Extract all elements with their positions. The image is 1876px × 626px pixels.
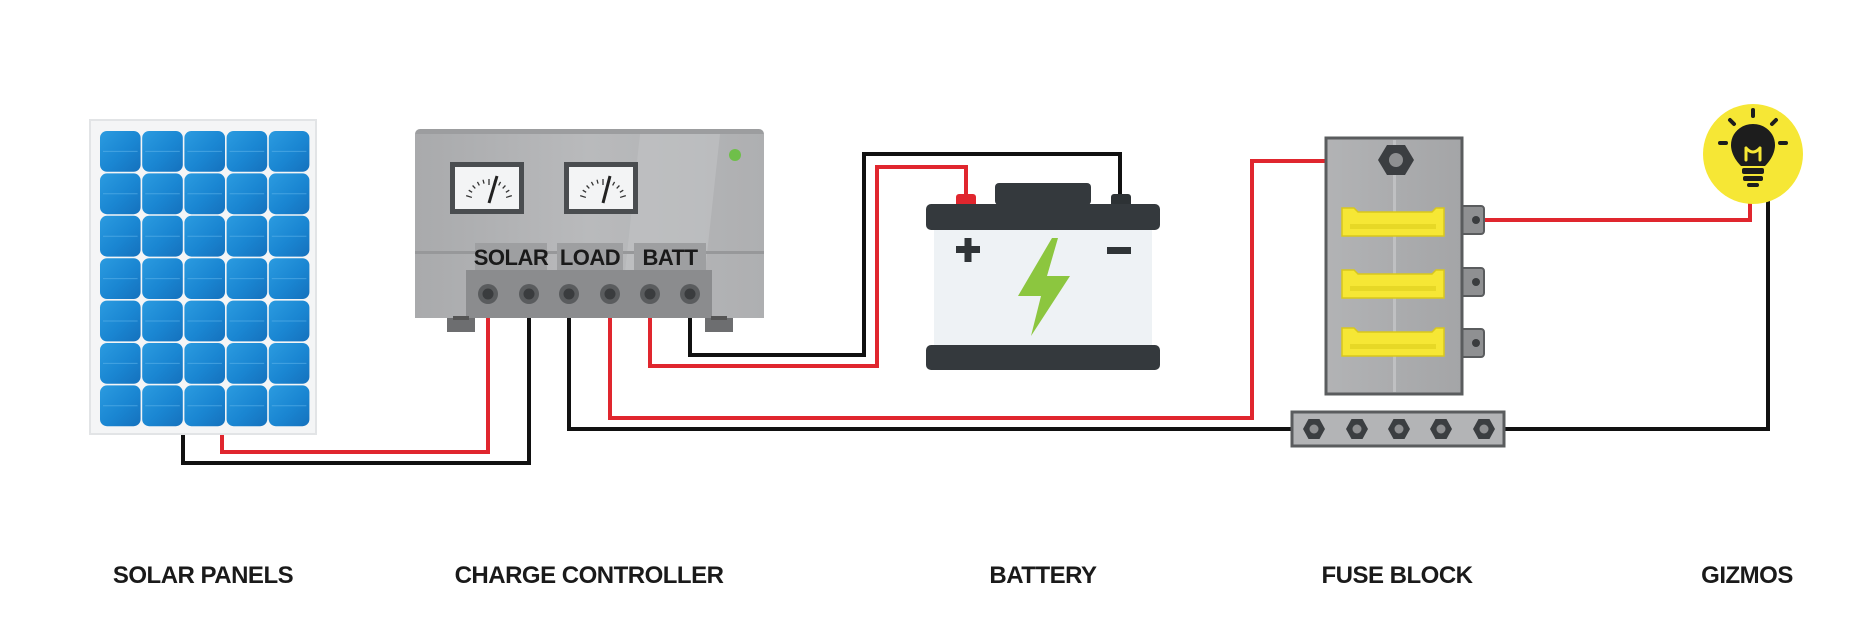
bus-bar-stud-center — [1352, 424, 1362, 434]
negative-bus-bar — [1290, 410, 1506, 448]
meter-tick — [502, 185, 506, 189]
minus-icon — [1107, 247, 1131, 254]
battery-base — [926, 345, 1160, 370]
controller-terminals — [478, 284, 700, 304]
fuse-block-input-stud — [1378, 145, 1414, 175]
batt-terminal-label: BATT — [642, 245, 698, 270]
fuse-block-inner-edge — [1393, 140, 1396, 392]
battery-lid — [926, 204, 1160, 230]
meter-tick — [619, 189, 624, 193]
fuse-block-caption: FUSE BLOCK — [1322, 562, 1474, 589]
load-label-plate — [557, 243, 623, 273]
battery-caption: BATTERY — [989, 562, 1097, 589]
meter-tick — [596, 179, 599, 184]
meter-left-ticks — [465, 179, 513, 199]
load-positive-wire — [608, 159, 1378, 420]
light-bulb-icon — [1718, 108, 1788, 187]
meter-right-needle — [601, 175, 612, 204]
battery-top-cap — [995, 183, 1091, 205]
meter-tick — [505, 194, 513, 199]
fuses — [1341, 207, 1445, 357]
panel-cells — [100, 131, 310, 427]
batt-label-plate — [634, 243, 706, 273]
solar-label-plate — [475, 243, 547, 273]
battery-positive-wire — [648, 165, 968, 368]
meter-tick — [586, 185, 590, 189]
meter-tick — [616, 185, 620, 189]
controller-screw-head — [523, 288, 535, 300]
fuse-output-screw — [1472, 278, 1480, 286]
meter-tick — [579, 194, 587, 199]
bus-bar-studs — [1303, 419, 1495, 439]
meter-tick — [476, 181, 480, 186]
blade-fuse — [1341, 269, 1445, 299]
bus-bar-stud-center — [1479, 424, 1489, 434]
controller-screw-head — [563, 288, 575, 300]
controller-feet — [447, 316, 733, 332]
gizmos-caption: GIZMOS — [1701, 562, 1793, 589]
meter-tick — [505, 189, 510, 193]
meter-tick — [498, 181, 502, 186]
meter-tick — [468, 189, 473, 193]
load-negative-wire — [567, 296, 1314, 431]
controller-screw-head — [482, 288, 494, 300]
fuse-output-screw — [1472, 339, 1480, 347]
meter-tick — [465, 194, 473, 199]
wires — [181, 152, 1770, 465]
gizmo-negative-wire — [1486, 185, 1770, 431]
meter-tick — [472, 185, 476, 189]
meter-tick — [612, 181, 616, 186]
panel-positive-wire — [220, 296, 490, 454]
load-terminal-label: LOAD — [560, 245, 620, 270]
fuse-output-terminals — [1457, 205, 1485, 358]
blade-fuse-ridge — [1350, 286, 1436, 291]
solar-panels-caption: SOLAR PANELS — [113, 562, 294, 589]
power-led — [729, 149, 741, 161]
bus-bar-stud-center — [1394, 424, 1404, 434]
meter-tick — [619, 194, 627, 199]
solar-panel — [89, 119, 317, 435]
meter-tick — [590, 181, 594, 186]
blade-fuse-ridge — [1350, 224, 1436, 229]
controller-screw-head — [684, 288, 696, 300]
blade-fuse — [1341, 207, 1445, 237]
bus-bar-stud-center — [1436, 424, 1446, 434]
battery-negative-wire — [688, 152, 1122, 357]
controller-screw-head — [604, 288, 616, 300]
blade-fuse-ridge — [1350, 344, 1436, 349]
lightning-bolt-icon — [1018, 238, 1070, 336]
gizmo-positive-wire — [1485, 195, 1752, 222]
plus-icon — [956, 238, 980, 262]
meter-tick — [582, 189, 587, 193]
battery — [926, 183, 1160, 370]
solar-terminal-label: SOLAR — [474, 245, 549, 270]
meter-left — [450, 162, 524, 214]
meter-tick — [482, 179, 485, 184]
controller-screw-head — [644, 288, 656, 300]
meter-right — [564, 162, 638, 214]
terminal-strip — [466, 270, 712, 318]
charge-controller-caption: CHARGE CONTROLLER — [455, 562, 724, 589]
blade-fuse — [1341, 327, 1445, 357]
fuse-output-screw — [1472, 216, 1480, 224]
charge-controller: SOLAR LOAD BATT — [415, 129, 764, 332]
bus-bar-stud-center — [1309, 424, 1319, 434]
meter-left-needle — [487, 175, 499, 204]
meter-right-ticks — [579, 179, 627, 199]
gizmo — [1703, 104, 1803, 204]
fuse-block — [1324, 136, 1485, 396]
panel-negative-wire — [181, 296, 531, 465]
